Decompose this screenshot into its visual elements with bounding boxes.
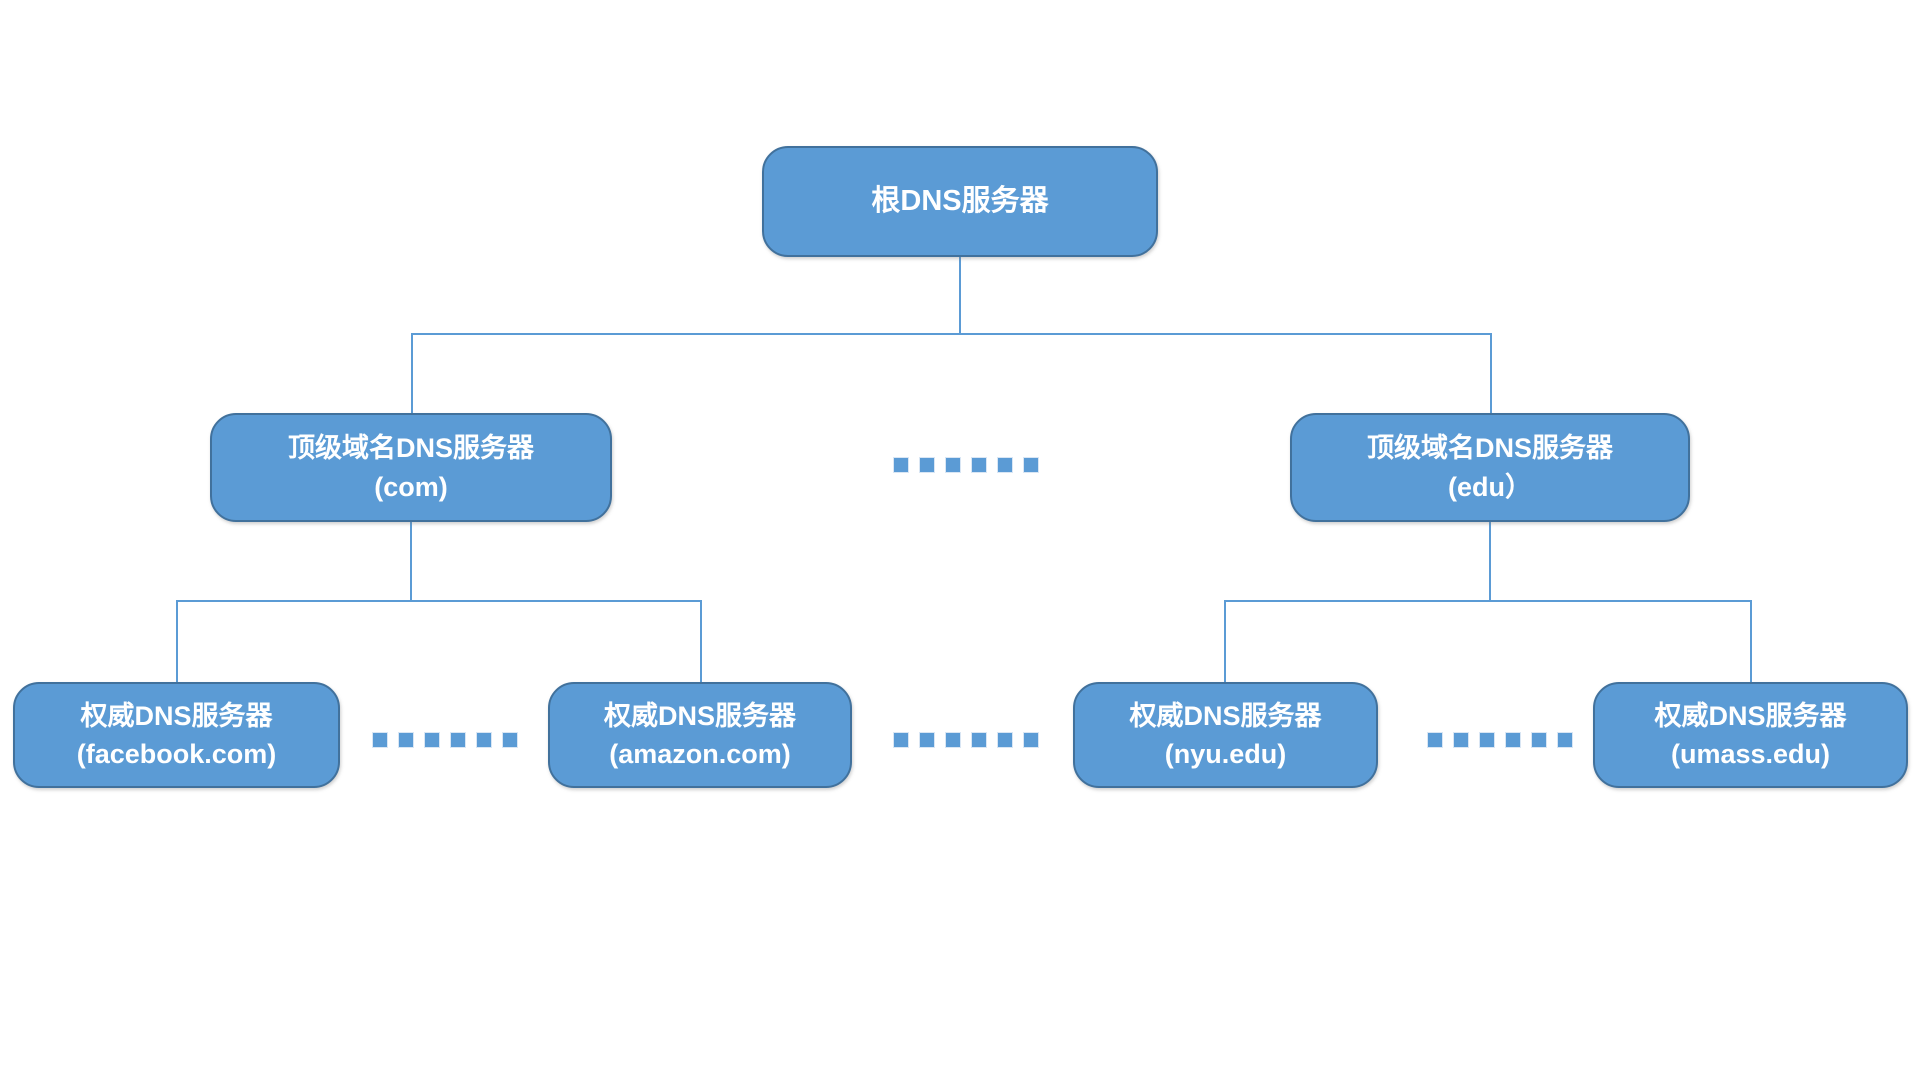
connector-com-stem (410, 522, 412, 602)
node-label-line2: (nyu.edu) (1164, 739, 1287, 769)
node-label-line1: 权威DNS服务器 (1129, 700, 1322, 731)
node-label-line2: (umass.edu) (1670, 739, 1831, 769)
node-label-line1: 权威DNS服务器 (603, 700, 796, 731)
connector-root-to-edu (1490, 333, 1492, 414)
node-auth-dns-server-umass: 权威DNS服务器 (umass.edu) (1593, 682, 1908, 788)
connector-com-crossbar (176, 600, 702, 602)
node-tld-dns-server-com: 顶级域名DNS服务器 (com) (210, 413, 612, 522)
node-label: 根DNS服务器 (871, 184, 1049, 217)
node-label-line1: 权威DNS服务器 (80, 700, 273, 731)
ellipsis-dots-icon (1427, 732, 1573, 748)
node-auth-dns-server-nyu: 权威DNS服务器 (nyu.edu) (1073, 682, 1378, 788)
connector-edu-crossbar (1224, 600, 1752, 602)
node-tld-dns-server-edu: 顶级域名DNS服务器 (edu） (1290, 413, 1690, 522)
node-label-line1: 权威DNS服务器 (1654, 700, 1847, 731)
connector-com-to-amazon (700, 600, 702, 683)
node-label-line2: (edu） (1448, 471, 1532, 502)
node-auth-dns-server-facebook: 权威DNS服务器 (facebook.com) (13, 682, 340, 788)
node-auth-dns-server-amazon: 权威DNS服务器 (amazon.com) (548, 682, 852, 788)
node-label-line1: 顶级域名DNS服务器 (287, 433, 534, 464)
connector-root-crossbar (411, 333, 1492, 335)
connector-root-stem (959, 257, 961, 335)
node-label-line2: (facebook.com) (76, 739, 277, 769)
node-label-line2: (amazon.com) (609, 739, 791, 769)
connector-com-to-facebook (176, 600, 178, 683)
ellipsis-dots-icon (372, 732, 518, 748)
ellipsis-dots-icon (893, 457, 1039, 473)
node-root-dns-server: 根DNS服务器 (762, 146, 1158, 257)
connector-edu-to-umass (1750, 600, 1752, 683)
node-label-line2: (com) (374, 471, 448, 502)
connector-root-to-com (411, 333, 413, 414)
node-label-line1: 顶级域名DNS服务器 (1366, 433, 1613, 464)
connector-edu-to-nyu (1224, 600, 1226, 683)
ellipsis-dots-icon (893, 732, 1039, 748)
connector-edu-stem (1489, 522, 1491, 602)
